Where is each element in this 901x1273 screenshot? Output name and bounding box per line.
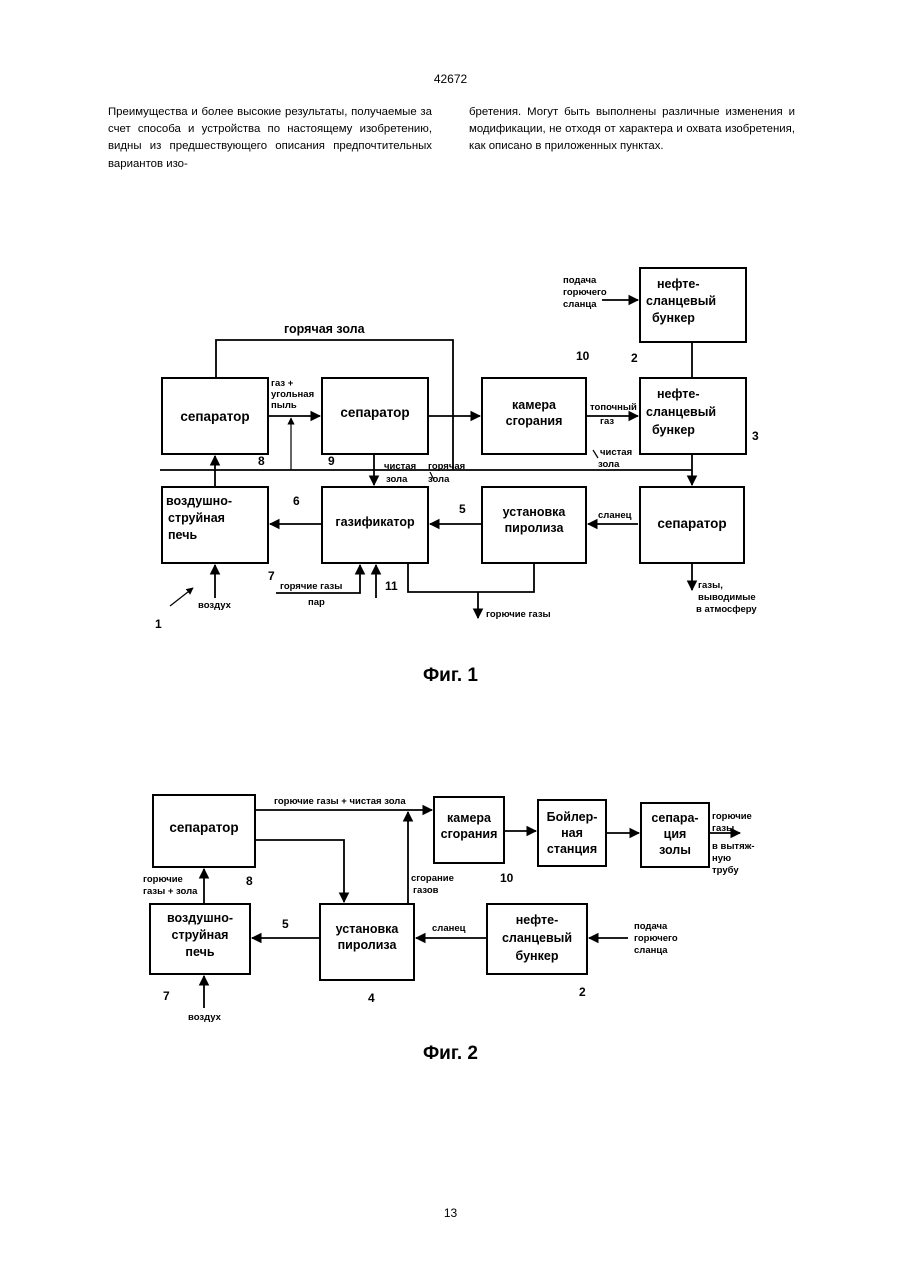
fig2-furnace-label-3: печь bbox=[185, 945, 214, 959]
fig2-ash-sep-label-1: сепара- bbox=[651, 811, 698, 825]
fig2-flow-sep-pyro bbox=[255, 840, 344, 902]
fig1-gas-coal-3: пыль bbox=[271, 400, 297, 411]
fig2-feed-1: подача bbox=[634, 921, 668, 932]
fig2-exhaust-3: в вытяж- bbox=[712, 841, 755, 852]
fig1-steam-label: пар bbox=[308, 597, 325, 608]
fig2-boiler-label-1: Бойлер- bbox=[547, 810, 598, 824]
fig1-ref-3: 3 bbox=[752, 429, 759, 443]
fig2-pyrolysis-label-2: пиролиза bbox=[338, 938, 398, 952]
fig1-furnace-label-1: воздушно- bbox=[166, 494, 232, 508]
fig2-gas-combustion-1: сгорание bbox=[411, 873, 454, 884]
fig2-gases-ash-2: газы + зола bbox=[143, 886, 198, 897]
fig1-bunker-3-label-1: нефте- bbox=[657, 387, 700, 401]
fig2-gases-ash-1: горючие bbox=[143, 874, 183, 885]
fig1-clean-ash-right-1: чистая bbox=[600, 447, 632, 458]
fig2-furnace-label-2: струйная bbox=[172, 928, 229, 942]
fig1-combustion-label-1: камера bbox=[512, 398, 557, 412]
fig2-caption: Фиг. 2 bbox=[0, 1043, 901, 1065]
fig2-ash-sep-label-2: ция bbox=[664, 827, 687, 841]
fig2-air-label: воздух bbox=[188, 1012, 222, 1023]
fig1-fuel-gas-1: топочный bbox=[590, 402, 637, 413]
fig1-bunker-3-label-3: бункер bbox=[652, 423, 695, 437]
fig1-pyrolysis-label-2: пиролиза bbox=[505, 521, 565, 535]
fig1-combustible-gases-label: горючие газы bbox=[486, 609, 551, 620]
fig1-ref-7: 7 bbox=[268, 569, 275, 583]
fig2-ash-sep-label-3: золы bbox=[659, 843, 691, 857]
fig2-exhaust-4: ную bbox=[712, 853, 731, 864]
fig1-pointer-1 bbox=[170, 588, 193, 606]
fig2-ref-10: 10 bbox=[500, 871, 514, 885]
fig1-separator-8-label: сепаратор bbox=[180, 409, 249, 424]
fig1-bunker-2-label-1: нефте- bbox=[657, 277, 700, 291]
fig1-ref-10: 10 bbox=[576, 349, 590, 363]
fig2-bunker-label-1: нефте- bbox=[516, 913, 559, 927]
fig2-slate-label: сланец bbox=[432, 923, 466, 934]
fig2-gas-combustion-2: газов bbox=[413, 885, 439, 896]
fig2-ref-2: 2 bbox=[579, 985, 586, 999]
fig2-combustion-label-1: камера bbox=[447, 811, 492, 825]
fig1-clean-ash-right-2: зола bbox=[598, 459, 620, 470]
fig1-clean-ash-mid-1: чистая bbox=[384, 461, 416, 472]
fig1-bunker-3-label-2: сланцевый bbox=[646, 405, 716, 419]
fig1-gas-coal-1: газ + bbox=[271, 378, 294, 389]
fig1-clean-ash-mid-2: зола bbox=[386, 474, 408, 485]
fig1-tick-clean-ash bbox=[593, 450, 598, 458]
fig2-feed-2: горючего bbox=[634, 933, 678, 944]
fig1-furnace-label-3: печь bbox=[168, 528, 197, 542]
fig2-ref-7: 7 bbox=[163, 989, 170, 1003]
fig2-bunker-label-2: сланцевый bbox=[502, 931, 572, 945]
fig1-gas-coal-2: угольная bbox=[271, 389, 314, 400]
fig1-ref-6: 6 bbox=[293, 494, 300, 508]
fig1-combustible-gas-line bbox=[408, 563, 534, 592]
fig2-boiler-label-2: ная bbox=[561, 826, 583, 840]
fig1-separator-right-label: сепаратор bbox=[657, 516, 726, 531]
fig1-hot-ash-small-2: зола bbox=[428, 474, 450, 485]
fig2-combustion-label-2: сгорания bbox=[441, 827, 498, 841]
fig2-ref-8: 8 bbox=[246, 874, 253, 888]
fig1-ref-5: 5 bbox=[459, 502, 466, 516]
fig1-ref-2: 2 bbox=[631, 351, 638, 365]
fig1-gases-out-1: газы, bbox=[698, 580, 723, 591]
fig2-ref-5: 5 bbox=[282, 917, 289, 931]
fig1-gasifier-label: газификатор bbox=[335, 515, 415, 529]
fig1-ref-9: 9 bbox=[328, 454, 335, 468]
fig1-fuel-gas-2: газ bbox=[600, 416, 614, 427]
fig1-feed-2: горючего bbox=[563, 287, 607, 298]
fig1-gases-out-2: выводимые bbox=[698, 592, 756, 603]
fig1-slate-label: сланец bbox=[598, 510, 632, 521]
fig2-exhaust-5: трубу bbox=[712, 865, 739, 876]
fig1-bunker-2-label-3: бункер bbox=[652, 311, 695, 325]
fig2-ref-4: 4 bbox=[368, 991, 375, 1005]
fig2-exhaust-2: газы bbox=[712, 823, 734, 834]
fig2-furnace-label-1: воздушно- bbox=[167, 911, 233, 925]
fig1-furnace-label-2: струйная bbox=[168, 511, 225, 525]
figure-1: сепаратор сепаратор камера сгорания нефт… bbox=[155, 268, 759, 631]
fig2-bunker-label-3: бункер bbox=[516, 949, 559, 963]
fig1-ref-1: 1 bbox=[155, 617, 162, 631]
fig2-boiler-label-3: станция bbox=[547, 842, 597, 856]
fig2-exhaust-1: горючие bbox=[712, 811, 752, 822]
fig1-caption: Фиг. 1 bbox=[0, 665, 901, 687]
fig1-separator-9-label: сепаратор bbox=[340, 405, 409, 420]
figure-2: сепаратор камера сгорания Бойлер- ная ст… bbox=[143, 795, 755, 1023]
fig1-gases-out-3: в атмосферу bbox=[696, 604, 757, 615]
fig1-hot-ash-label: горячая зола bbox=[284, 322, 366, 336]
fig2-feed-3: сланца bbox=[634, 945, 668, 956]
fig1-ref-11: 11 bbox=[385, 579, 398, 593]
fig1-ref-8: 8 bbox=[258, 454, 265, 468]
fig2-pyrolysis-label-1: установка bbox=[336, 922, 400, 936]
fig1-pyrolysis-label-1: установка bbox=[503, 505, 567, 519]
fig1-hot-ash-small-1: горячая bbox=[428, 461, 465, 472]
fig1-hot-gases-label: горячие газы bbox=[280, 581, 342, 592]
fig1-feed-1: подача bbox=[563, 275, 597, 286]
fig1-air-label: воздух bbox=[198, 600, 232, 611]
fig1-bunker-2-label-2: сланцевый bbox=[646, 294, 716, 308]
fig2-gases-clean-ash-label: горючие газы + чистая зола bbox=[274, 796, 406, 807]
page-number-bottom: 13 bbox=[0, 1206, 901, 1220]
fig2-separator-label: сепаратор bbox=[169, 820, 238, 835]
fig1-combustion-label-2: сгорания bbox=[506, 414, 563, 428]
fig1-feed-3: сланца bbox=[563, 299, 597, 310]
